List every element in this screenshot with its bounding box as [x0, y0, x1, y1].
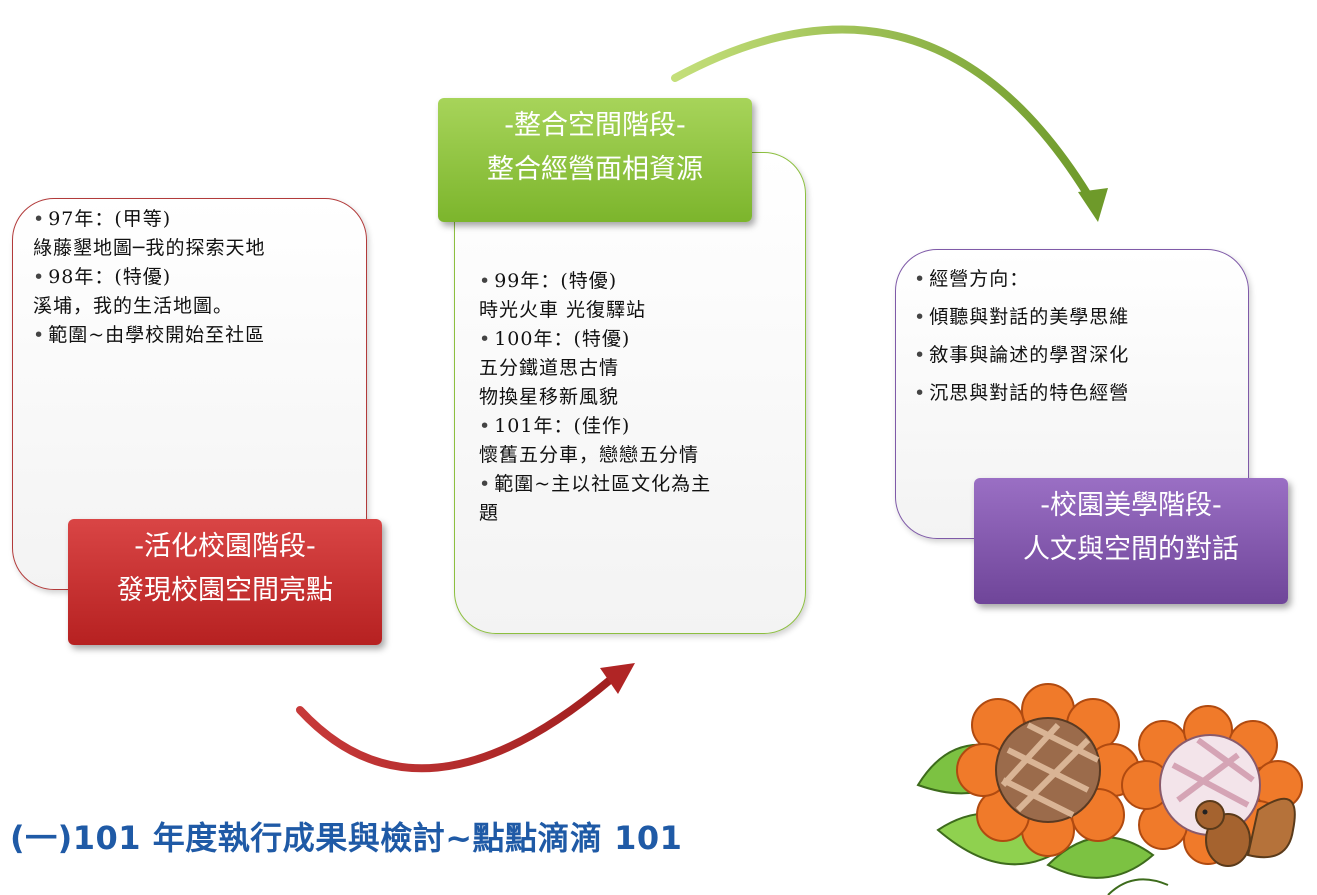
stage-title: -校園美學階段- [1040, 490, 1222, 521]
list-item: •敘事與論述的學習深化 [914, 344, 1130, 366]
list-item: •98年：(特優)溪埔，我的生活地圖。 [33, 266, 234, 317]
arrow-green-curve [671, 25, 1092, 199]
list-item: •範圍~由學校開始至社區 [33, 324, 266, 346]
arrow-red-head [600, 663, 635, 694]
arrow-green-head [1078, 188, 1108, 222]
stage-subtitle: 人文與空間的對話 [1023, 534, 1239, 565]
flower-squirrel-illustration [916, 683, 1303, 895]
list-item: •99年：(特優)時光火車 光復驛站 [479, 270, 647, 321]
list-item: •97年：(甲等)綠藤墾地圖─我的探索天地 [33, 208, 266, 259]
stage-1-label: -活化校園階段- 發現校園空間亮點 [68, 519, 382, 645]
stage-1-list: •97年：(甲等)綠藤墾地圖─我的探索天地 •98年：(特優)溪埔，我的生活地圖… [33, 205, 363, 350]
stage-2-list: •99年：(特優)時光火車 光復驛站 •100年：(特優)五分鐵道思古情物換星移… [479, 267, 799, 528]
stage-subtitle: 發現校園空間亮點 [117, 575, 333, 606]
list-item: •範圍~主以社區文化為主題 [479, 473, 712, 524]
slide-caption: (一)101 年度執行成果與檢討~點點滴滴 101 [10, 819, 683, 857]
stage-3-list: •經營方向： •傾聽與對話的美學思維 •敘事與論述的學習深化 •沉思與對話的特色… [914, 260, 1244, 412]
list-item: •經營方向： [914, 268, 1030, 290]
list-item: •沉思與對話的特色經營 [914, 382, 1130, 404]
stage-2-label: -整合空間階段- 整合經營面相資源 [438, 98, 752, 222]
stage-3-label: -校園美學階段- 人文與空間的對話 [974, 478, 1288, 604]
stage-3-panel: •經營方向： •傾聽與對話的美學思維 •敘事與論述的學習深化 •沉思與對話的特色… [895, 249, 1249, 539]
arrow-red-curve [296, 676, 614, 773]
stage-title: -整合空間階段- [504, 110, 686, 141]
list-item: •101年：(佳作)懷舊五分車，戀戀五分情 [479, 415, 700, 466]
stage-subtitle: 整合經營面相資源 [487, 154, 703, 185]
list-item: •傾聽與對話的美學思維 [914, 306, 1130, 328]
list-item: •100年：(特優)五分鐵道思古情物換星移新風貌 [479, 328, 631, 408]
stage-title: -活化校園階段- [134, 531, 316, 562]
stage-2-panel: •99年：(特優)時光火車 光復驛站 •100年：(特優)五分鐵道思古情物換星移… [454, 152, 806, 634]
